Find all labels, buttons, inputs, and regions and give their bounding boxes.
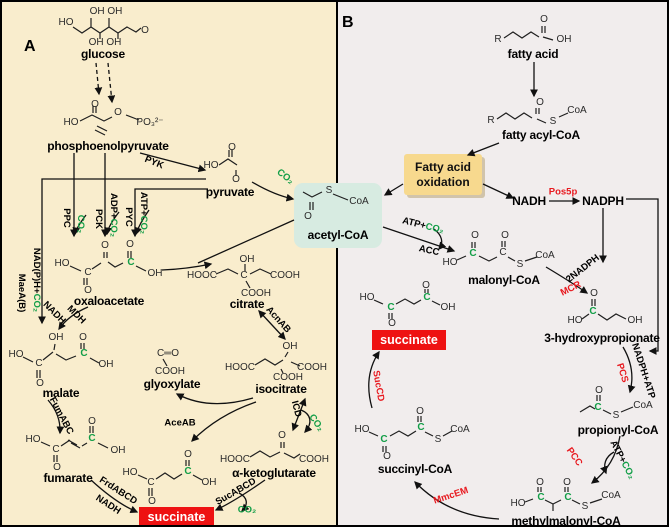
succinate-a-label: succinate	[147, 509, 206, 524]
arrow-3hp-propionylcoa	[622, 346, 636, 394]
citrate-skeleton	[215, 264, 272, 289]
arrow-malonylcoa-3hp	[545, 266, 589, 294]
malonylcoa-skeleton	[456, 241, 538, 262]
arrow-fattyacylcoa-oxidation	[466, 142, 500, 157]
acetylcoa-skeleton	[302, 191, 349, 210]
swoosh-pyc	[134, 209, 150, 236]
fatty-acid-oxidation-line1: Fatty acid	[414, 159, 471, 174]
fatty-acid-oxidation-box: Fatty acid oxidation	[404, 154, 482, 195]
succinatea-skeleton	[137, 460, 203, 496]
arrow-mmcoa-succinylcoa	[414, 481, 500, 520]
arrow-oxaloacetate-citrate	[161, 261, 213, 271]
arrow-pyruvate-maea	[38, 178, 206, 325]
swoosh-icd-co2	[300, 409, 313, 433]
arrow-glucose-pep-2	[107, 62, 116, 104]
akg-skeleton	[249, 442, 301, 459]
malate-skeleton	[22, 343, 100, 378]
arrow-malate-fumarate	[47, 399, 65, 435]
succinate-box-panel-a: succinate	[139, 507, 214, 525]
swoosh-acc-co2	[433, 228, 447, 250]
acetyl-coa-highlight-box	[294, 183, 382, 248]
succinate-b-label: succinate	[380, 333, 438, 347]
arrow-pep-pyruvate	[139, 152, 207, 173]
reaction-arrows-group	[38, 62, 659, 520]
arrow-oxidation-acetylcoa	[383, 183, 404, 196]
arrow-acetylcoa-malonylcoa	[382, 226, 456, 253]
fatty-acid-oxidation-line2: oxidation	[416, 174, 470, 189]
arrow-isocitrate-glyoxylate	[175, 393, 254, 405]
glucose-skeleton	[72, 18, 142, 39]
panel-a-label: A	[24, 38, 36, 55]
arrow-isocitrate-akg	[291, 397, 307, 432]
succinate-box-panel-b: succinate	[372, 330, 446, 350]
swoosh-pcc-co2	[600, 451, 615, 475]
arrow-glucose-pep-1	[94, 62, 103, 96]
arrow-akg-succinate	[214, 479, 266, 511]
pyruvate-skeleton	[218, 150, 238, 176]
panel-a-background	[2, 2, 337, 525]
glyoxylate-skeleton	[162, 358, 168, 367]
panel-divider	[336, 2, 338, 525]
propionylcoa-skeleton	[579, 395, 634, 415]
swoosh-pck	[104, 211, 120, 236]
fumarate-skeleton	[40, 426, 109, 462]
arrow-citrate-isocitrate	[258, 310, 286, 340]
arrow-propionylcoa-mmcoa	[590, 435, 621, 484]
line-acetylcoa-citrate	[197, 219, 295, 264]
arrow-oxidation-nadh	[482, 183, 515, 199]
panel-b-label: B	[342, 14, 354, 31]
arrow-nadph-pcs-loop	[626, 198, 659, 355]
isocitrate-skeleton	[254, 351, 301, 374]
arrow-succinylcoa-succinateb	[368, 350, 380, 409]
mmcoa-skeleton	[524, 487, 603, 511]
panel-b-background	[337, 2, 667, 525]
arrow-pyruvate-pyc	[131, 188, 208, 238]
oxaloacetate-skeleton	[69, 251, 147, 285]
succinateb-skeleton	[373, 289, 441, 319]
pep-skeleton	[79, 106, 140, 136]
arrow-oxaloacetate-malate	[58, 306, 89, 331]
molecule-skeletons-group	[22, 18, 634, 511]
swoosh-ppc	[72, 214, 87, 236]
arrow-fumarate-succinate	[90, 479, 139, 514]
swoosh-sucabcd-co2	[238, 492, 250, 512]
arrow-pyruvate-acetylcoa	[251, 181, 295, 202]
fattyacylcoa-skeleton	[496, 108, 569, 124]
succinylcoa-skeleton	[368, 416, 453, 452]
fattyacid-skeleton	[503, 26, 554, 41]
hp-skeleton	[581, 299, 627, 321]
arrow-isocitrate-succinate	[191, 401, 257, 442]
